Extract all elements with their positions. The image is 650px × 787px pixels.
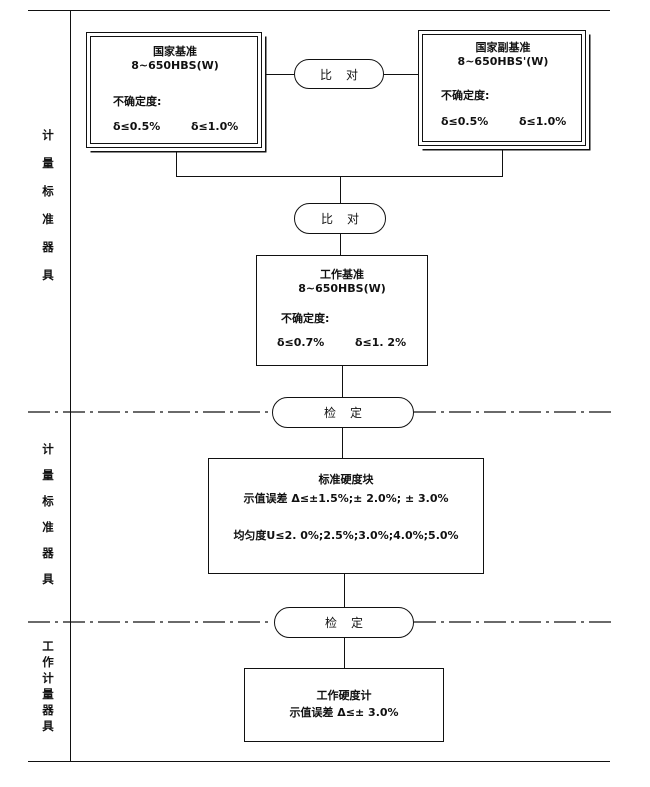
working-uncertainty-label: 不确定度: (281, 312, 330, 325)
national-uncertainty-label: 不确定度: (113, 95, 162, 108)
national-delta1: δ≤0.5% (113, 120, 161, 133)
connector-working-to-verify1 (342, 366, 344, 397)
verify-pill-lower: 检定 (274, 607, 414, 638)
block-title: 标准硬度块 (318, 473, 374, 486)
working-delta2: δ≤1. 2% (355, 336, 407, 349)
national-range: 8~650HBS(W) (131, 59, 219, 72)
connector-compare2-to-working (340, 234, 342, 255)
standard-hardness-block-box: 标准硬度块 示值误差 Δ≤±1.5%;± 2.0%; ± 3.0% 均匀度U≤2… (208, 458, 484, 574)
subnational-uncertainty-label: 不确定度: (441, 89, 490, 102)
bottom-border (28, 761, 610, 763)
side-label-section1: 计 量 标 准 器 具 (42, 128, 54, 282)
working-standard-box: 工作基准 8~650HBS(W) 不确定度: δ≤0.7% δ≤1. 2% (256, 255, 428, 366)
block-uniformity: 均匀度U≤2. 0%;2.5%;3.0%;4.0%;5.0% (233, 529, 459, 542)
top-border (28, 10, 610, 12)
tester-title: 工作硬度计 (316, 689, 372, 702)
working-range: 8~650HBS(W) (298, 282, 386, 295)
left-column-divider (70, 10, 72, 762)
compare-pill-middle: 比对 (294, 203, 386, 234)
compare-pill-top: 比对 (294, 59, 384, 89)
connector-national-down (176, 148, 178, 176)
subnational-title: 国家副基准 (475, 41, 531, 54)
working-delta1: δ≤0.7% (277, 336, 325, 349)
national-standard-box: 国家基准 8~650HBS(W) 不确定度: δ≤0.5% δ≤1.0% (86, 32, 262, 148)
side-label-section2: 计 量 标 准 器 具 (42, 442, 54, 586)
connector-verify2-to-tester (344, 638, 346, 668)
connector-merge-to-compare2 (340, 176, 342, 203)
subnational-delta2: δ≤1.0% (519, 115, 567, 128)
national-title: 国家基准 (153, 45, 197, 58)
working-title: 工作基准 (320, 268, 364, 281)
connector-block-to-verify2 (344, 574, 346, 607)
connector-verify1-to-block (342, 428, 344, 458)
subnational-delta1: δ≤0.5% (441, 115, 489, 128)
connector-subnational-down (502, 146, 504, 176)
tester-error: 示值误差 Δ≤± 3.0% (289, 706, 399, 719)
block-error: 示值误差 Δ≤±1.5%;± 2.0%; ± 3.0% (243, 492, 449, 505)
verify-pill-upper: 检定 (272, 397, 414, 428)
side-label-section3: 工 作 计 量 器 具 (42, 639, 54, 733)
national-delta2: δ≤1.0% (191, 120, 239, 133)
connector-national-to-compare (262, 74, 294, 76)
national-sub-standard-box: 国家副基准 8~650HBS'(W) 不确定度: δ≤0.5% δ≤1.0% (418, 30, 586, 146)
connector-compare-to-subnational (384, 74, 418, 76)
subnational-range: 8~650HBS'(W) (457, 55, 549, 68)
connector-merge (176, 176, 503, 178)
working-hardness-tester-box: 工作硬度计 示值误差 Δ≤± 3.0% (244, 668, 444, 742)
